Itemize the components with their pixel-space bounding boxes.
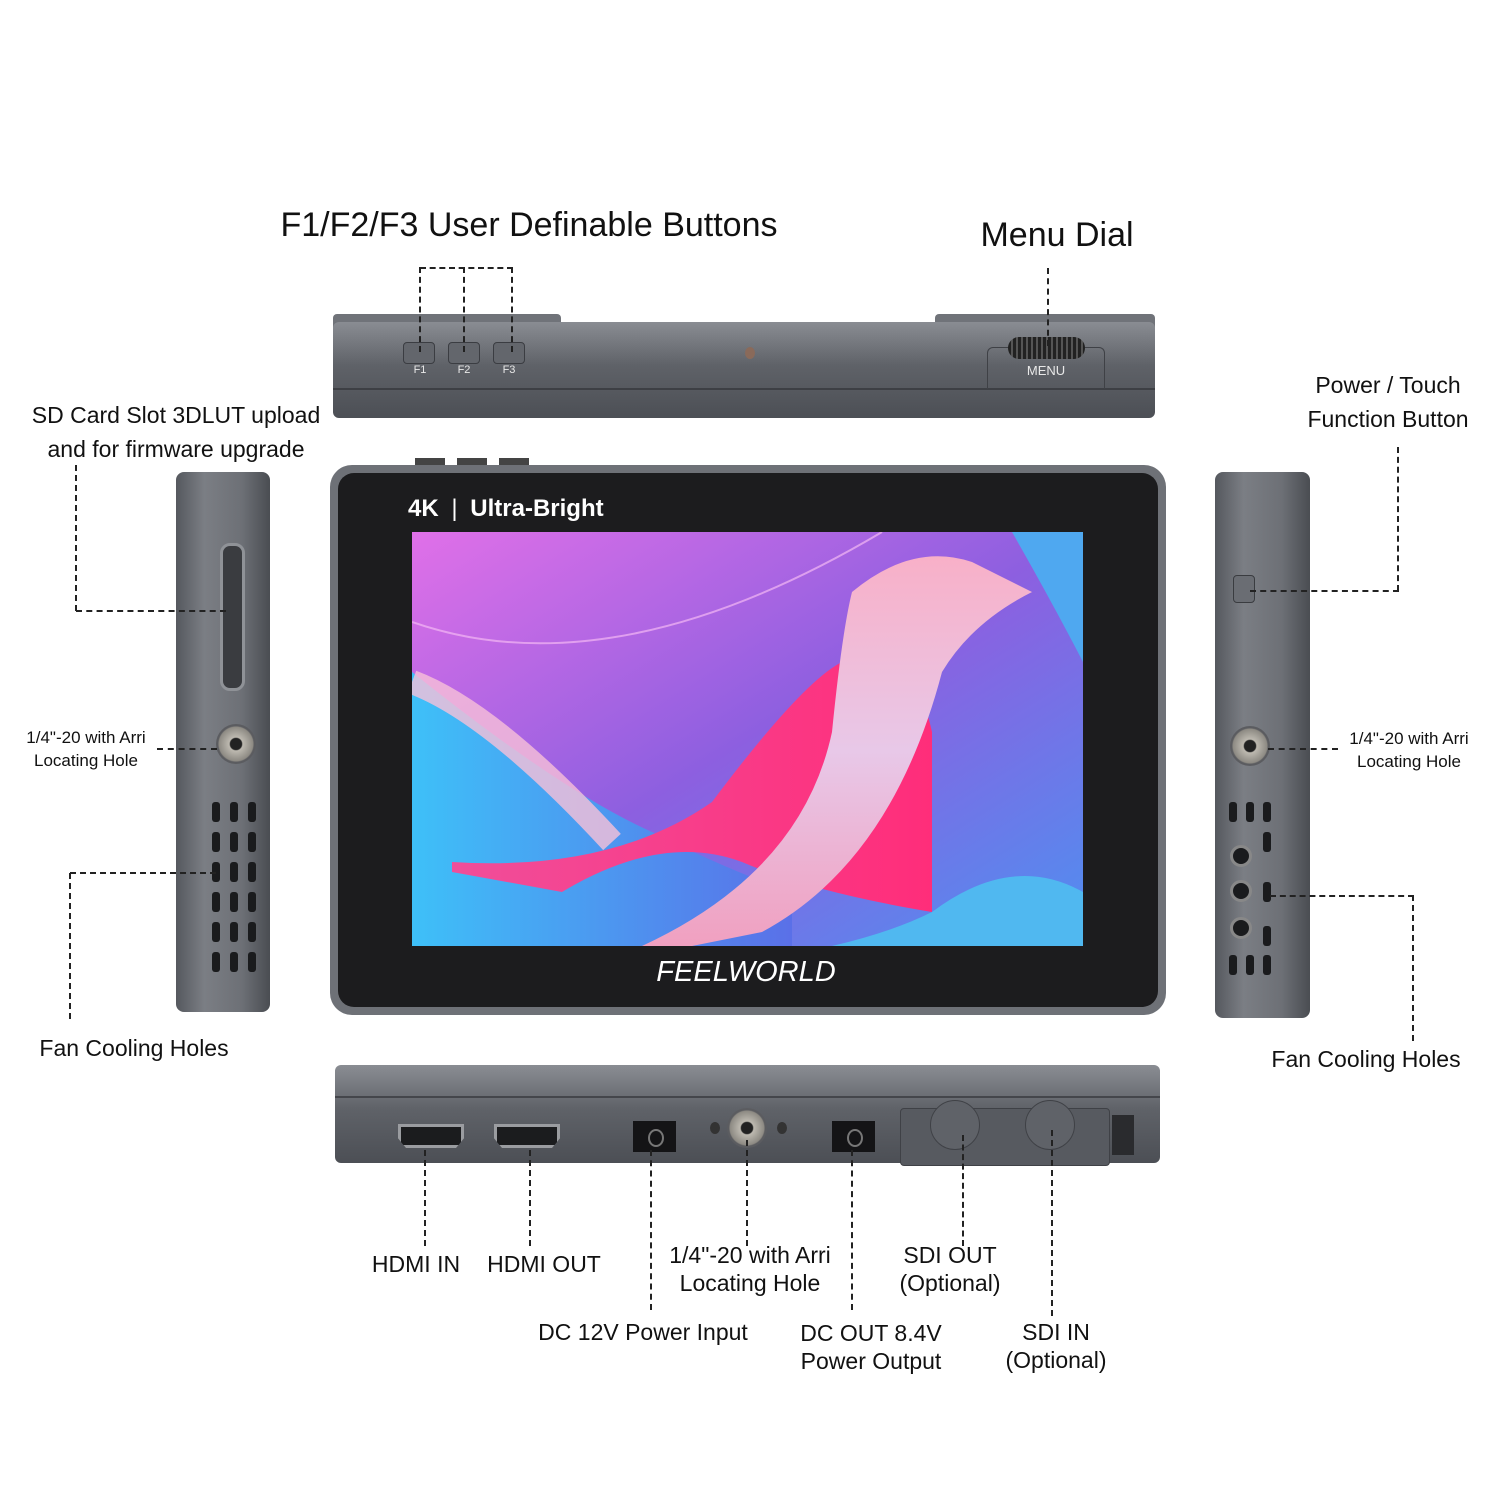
power-touch-label-2: Function Button [1307,406,1469,432]
hdmi-in-label: HDMI IN [371,1251,461,1277]
sd-card-label-2: and for firmware upgrade [47,436,305,462]
badge-4k: 4K [408,495,439,522]
dc-out-label-1: DC OUT 8.4V [800,1320,942,1346]
power-button[interactable] [1233,575,1255,603]
dc-in-port [633,1121,676,1152]
dc-out-port [832,1121,875,1152]
power-touch-label-1: Power / Touch [1315,372,1461,398]
arri-left-label-1: 1/4"-20 with Arri [26,728,146,747]
f-buttons-label: F1/F2/F3 User Definable Buttons [280,206,778,244]
hdmi-out-port [494,1124,560,1148]
f1-label: F1 [413,364,427,376]
arri-right-label-1: 1/4"-20 with Arri [1349,729,1469,748]
arri-right-label-2: Locating Hole [1357,752,1461,771]
brand-logo: FEELWORLD [656,956,836,988]
sdi-out-label-1: SDI OUT [903,1242,997,1268]
sdi-in-label-2: (Optional) [1005,1347,1107,1373]
menu-dial[interactable] [1008,337,1085,359]
badge-ultra-bright: Ultra-Bright [470,495,604,522]
sd-card-slot[interactable] [220,543,245,691]
hdmi-out-label: HDMI OUT [487,1251,601,1277]
arri-left-label-2: Locating Hole [34,751,138,770]
sdi-out-label-2: (Optional) [899,1270,1001,1296]
arri-bottom-label-1: 1/4"-20 with Arri [669,1242,831,1268]
fan-right-label: Fan Cooling Holes [1271,1046,1461,1072]
menu-label: MENU [1026,363,1066,378]
menu-dial-label: Menu Dial [980,216,1134,254]
dc-in-label: DC 12V Power Input [538,1319,748,1345]
sd-card-label-1: SD Card Slot 3DLUT upload [31,402,321,428]
f3-label: F3 [502,364,516,376]
mount-hole-icon [1230,726,1270,766]
screen-wallpaper [412,532,1083,946]
hdmi-in-port [398,1124,464,1148]
fan-left-label: Fan Cooling Holes [39,1035,229,1061]
sdi-in-label-1: SDI IN [1022,1319,1090,1345]
arri-bottom-label-2: Locating Hole [679,1270,821,1296]
dc-out-label-2: Power Output [800,1348,942,1374]
sensor-icon [745,347,755,359]
f3-button[interactable] [493,342,525,364]
mount-hole-icon [216,724,256,764]
screen-badge: 4K | Ultra-Bright [408,495,604,522]
f2-label: F2 [457,364,471,376]
